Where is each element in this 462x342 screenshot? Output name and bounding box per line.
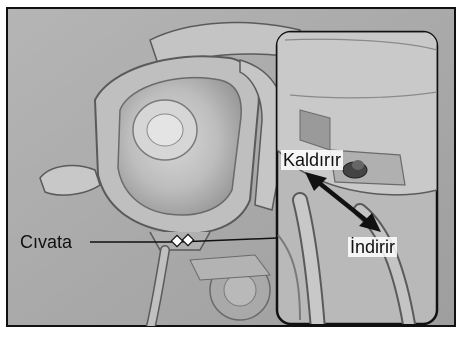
bolt-label: Cıvata	[20, 233, 72, 251]
inset-detail-panel	[277, 32, 437, 330]
raise-label: Kaldırır	[281, 150, 343, 170]
lower-label: İndirir	[348, 237, 397, 257]
